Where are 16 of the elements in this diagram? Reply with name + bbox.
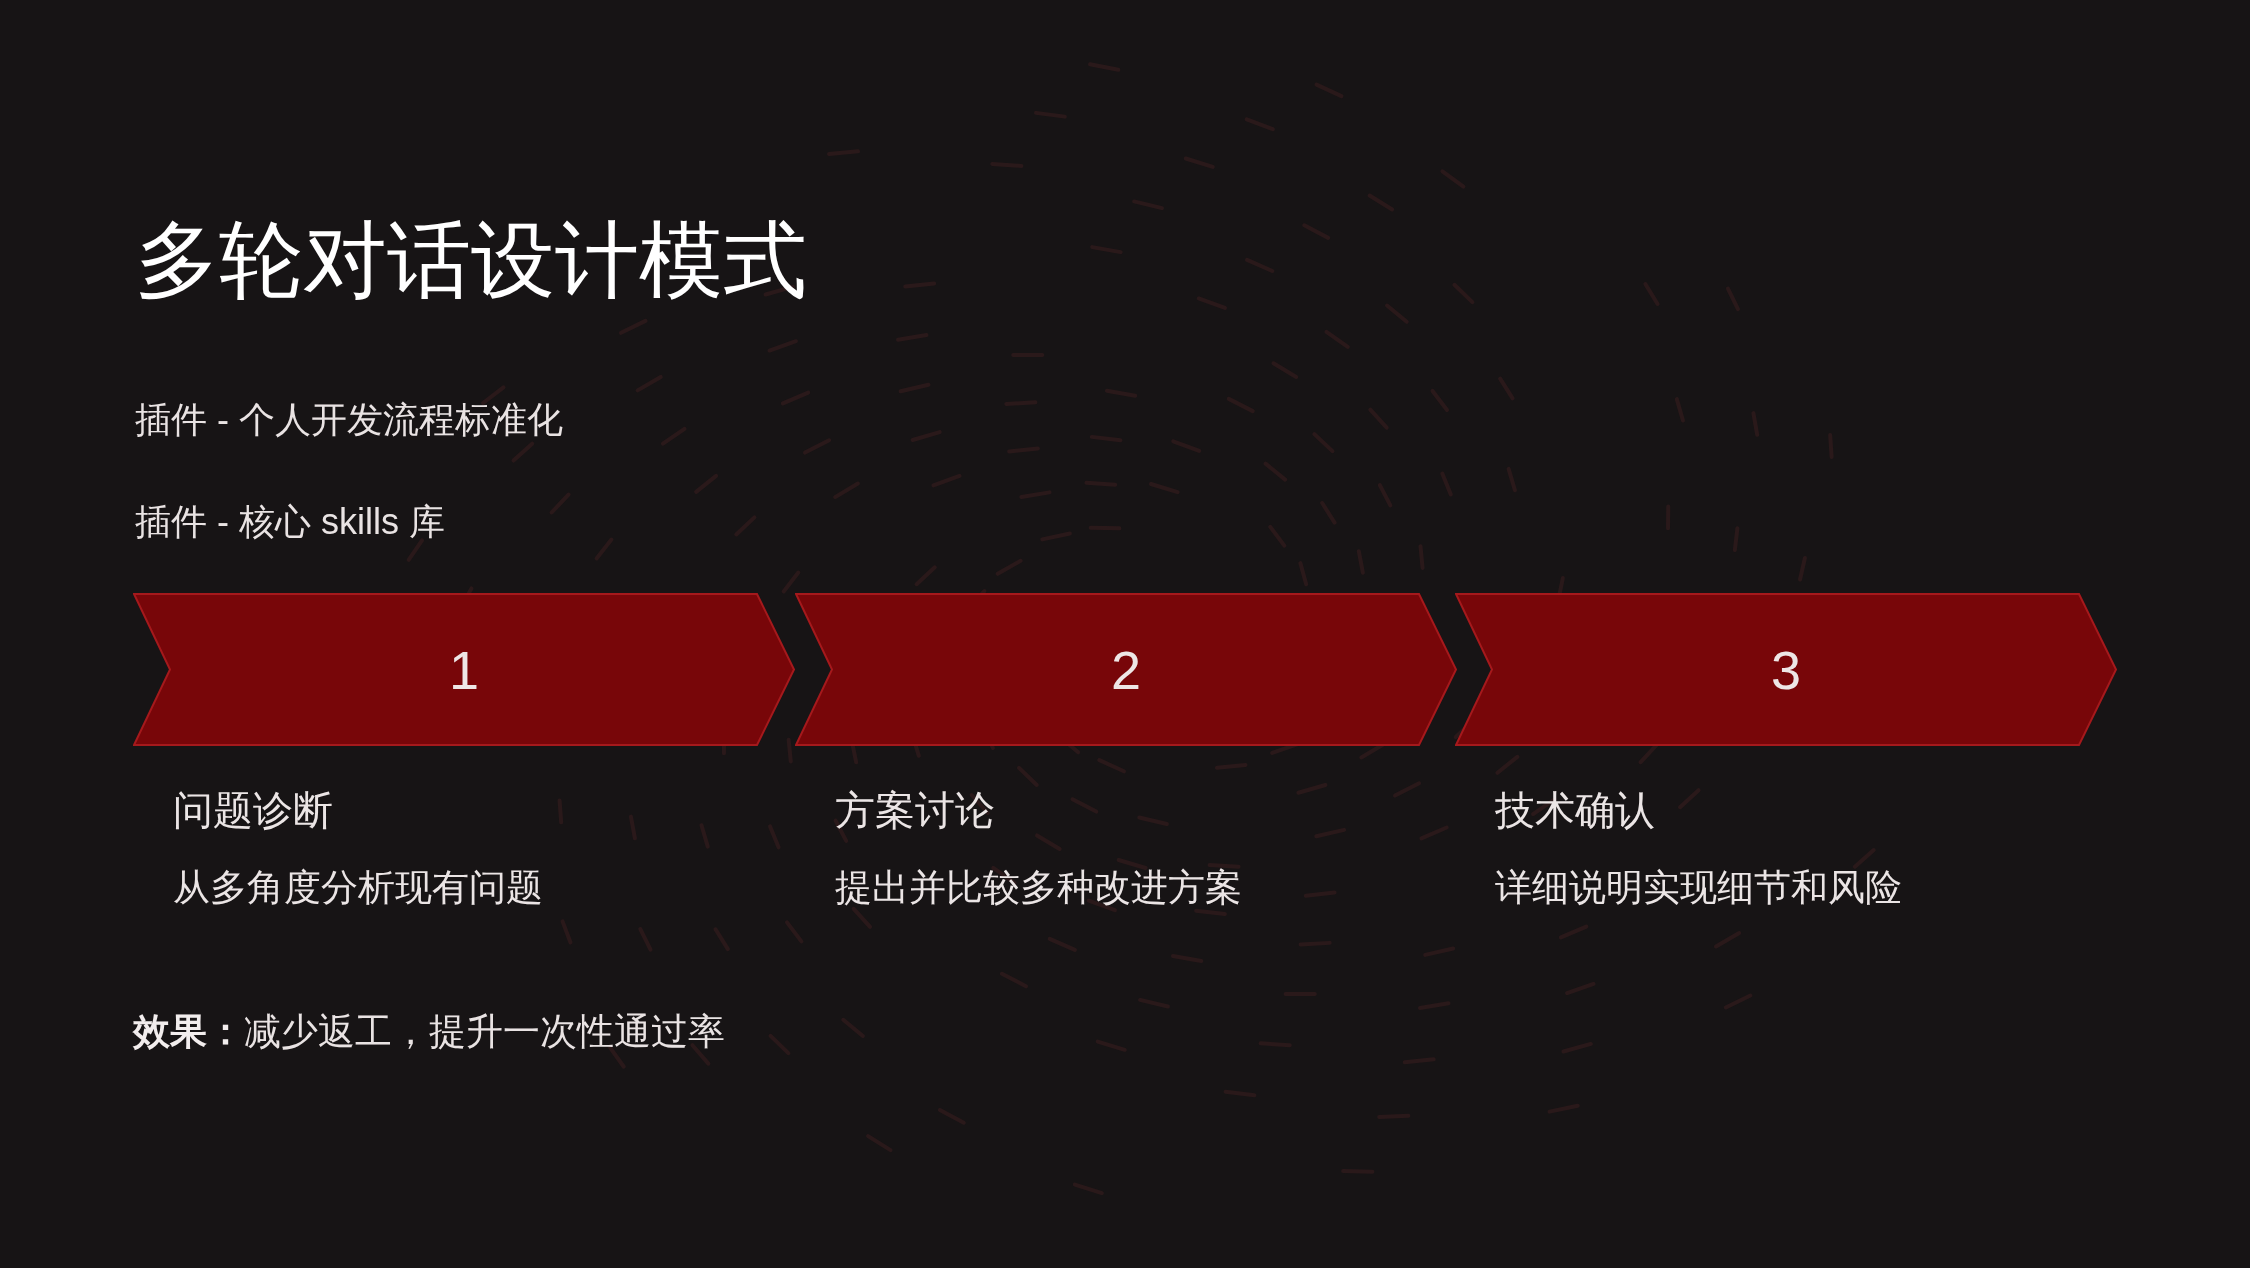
step-heading: 技术确认 <box>1495 787 1655 834</box>
chevron-step <box>133 593 795 746</box>
summary-text: 效果：减少返工，提升一次性通过率 <box>133 1010 725 1054</box>
subtitle-text: 插件 - 核心 skills 库 <box>135 500 445 544</box>
step-description: 提出并比较多种改进方案 <box>835 866 1242 910</box>
subtitle-text: 插件 - 个人开发流程标准化 <box>135 398 563 442</box>
step-number: 3 <box>1769 638 1802 702</box>
step-description: 从多角度分析现有问题 <box>173 866 543 910</box>
chevron-step <box>795 593 1457 746</box>
step-number: 1 <box>447 638 480 702</box>
chevron-step <box>1455 593 2117 746</box>
step-description: 详细说明实现细节和风险 <box>1495 866 1902 910</box>
step-heading: 方案讨论 <box>835 787 995 834</box>
step-heading: 问题诊断 <box>173 787 333 834</box>
slide-title: 多轮对话设计模式 <box>135 212 807 309</box>
step-number: 2 <box>1109 638 1142 702</box>
